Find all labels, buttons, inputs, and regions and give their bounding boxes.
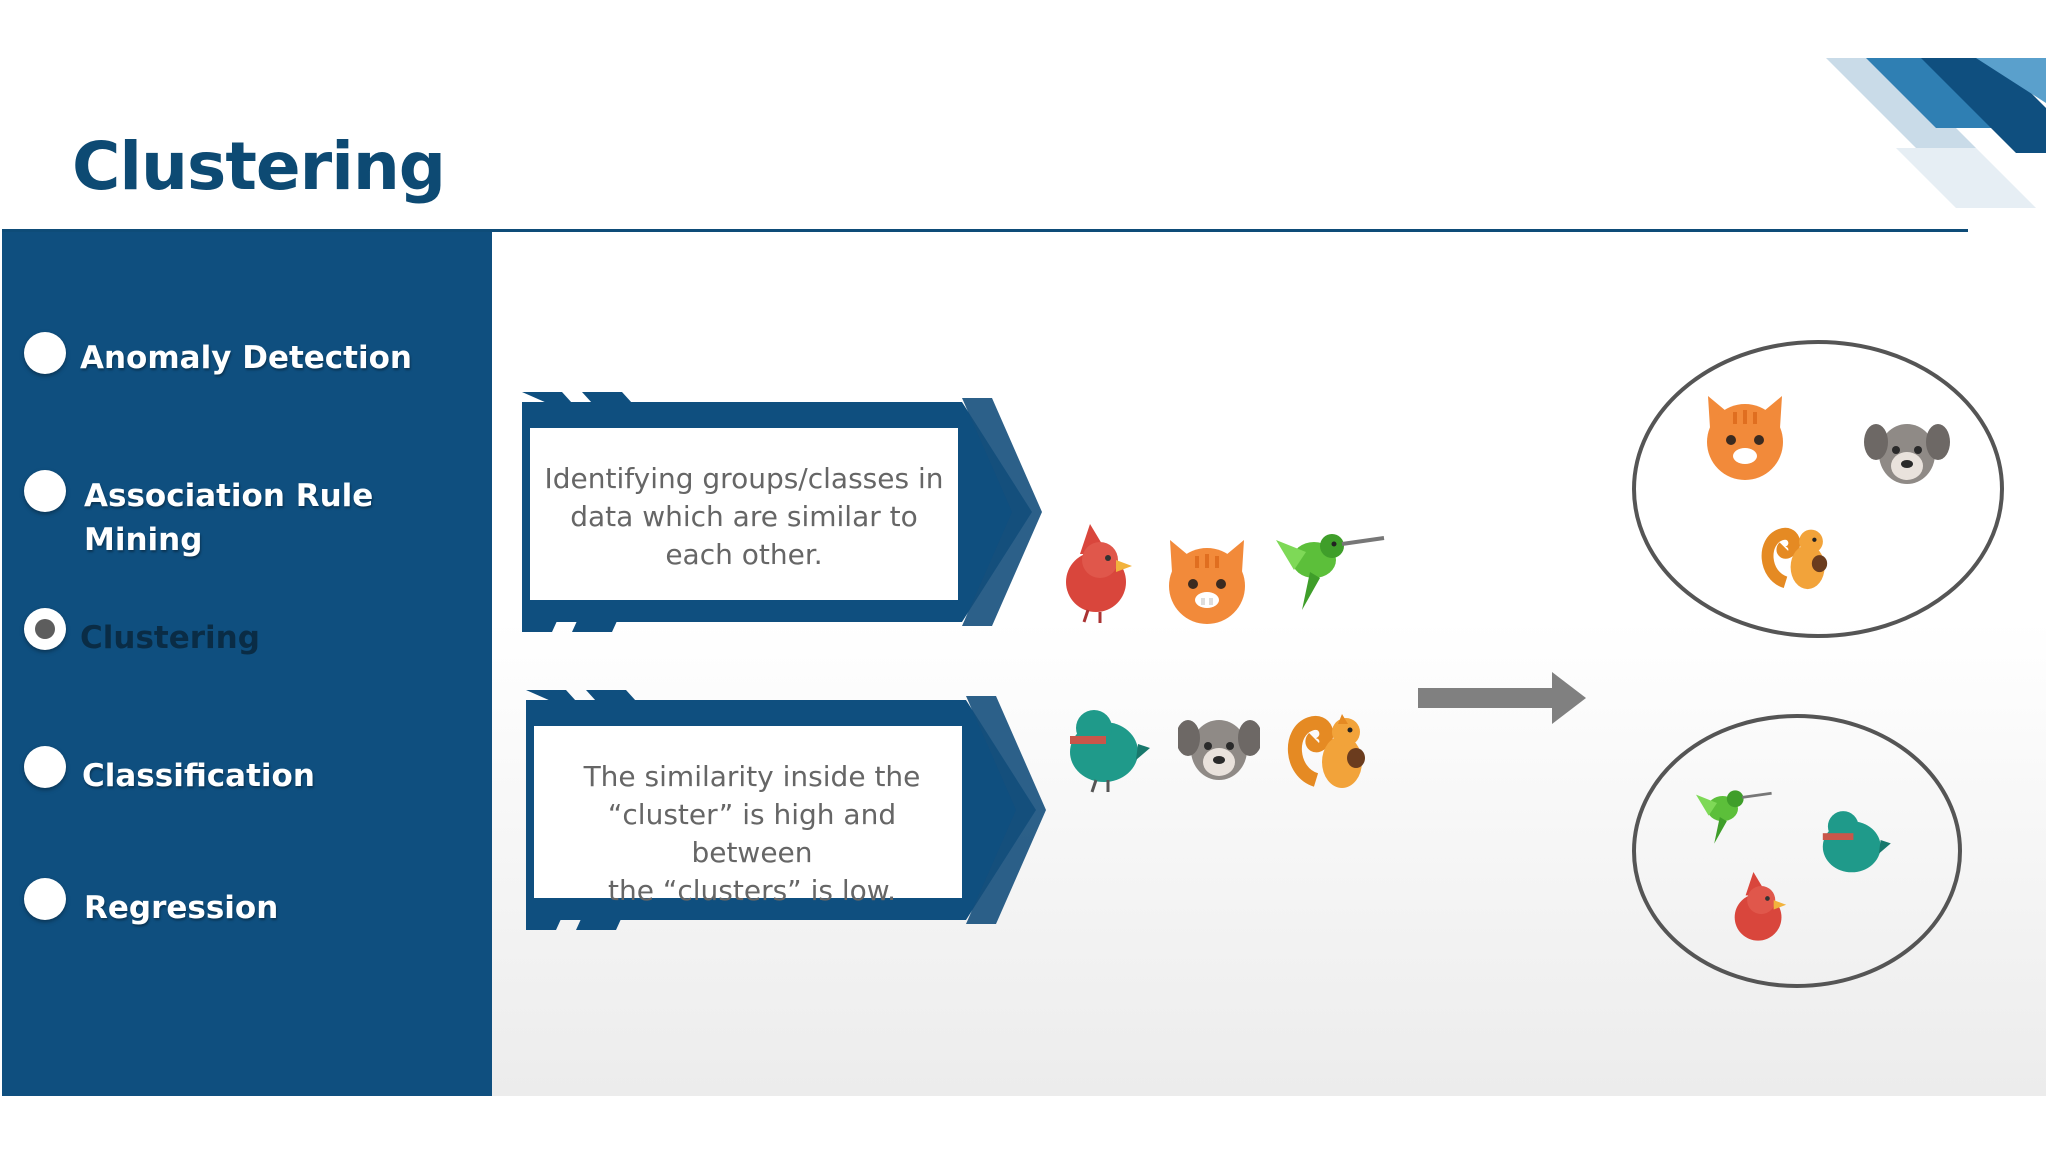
banner-line: each other. xyxy=(665,538,823,571)
content-area: Identifying groups/classes in data which… xyxy=(492,232,2046,1096)
definition-banner-text: Identifying groups/classes in data which… xyxy=(538,460,950,574)
sidebar-item-label-line2: Mining xyxy=(84,522,203,558)
banner-line: Identifying groups/classes in xyxy=(544,462,944,495)
banner-line: “cluster” is high and between xyxy=(607,798,897,869)
sidebar-item-label: Association Rule xyxy=(84,478,374,514)
bullet-selected-icon xyxy=(24,608,66,650)
cluster-birds xyxy=(1632,714,1962,988)
bullet-icon xyxy=(24,470,66,512)
hummingbird-icon xyxy=(1696,790,1772,844)
cardinal-icon xyxy=(1066,524,1132,623)
right-arrow-icon xyxy=(1418,672,1586,724)
sidebar-item-label: Classification xyxy=(82,758,315,794)
hummingbird-icon xyxy=(1276,534,1385,610)
banner-line: The similarity inside the xyxy=(583,760,921,793)
teal-bird-icon xyxy=(1070,710,1150,793)
cat-icon xyxy=(1707,396,1783,480)
bullet-icon xyxy=(24,332,66,374)
bullet-icon xyxy=(24,878,66,920)
cardinal-icon xyxy=(1734,872,1787,941)
teal-bird-icon xyxy=(1822,811,1891,873)
sidebar-item-label: Clustering xyxy=(80,620,260,656)
title-divider xyxy=(2,229,1968,233)
banner-line: the “clusters” is low. xyxy=(608,874,896,907)
similarity-banner-text: The similarity inside the “cluster” is h… xyxy=(544,758,960,910)
bullet-icon xyxy=(24,746,66,788)
dog-icon xyxy=(1178,720,1260,780)
definition-banner-frame xyxy=(522,392,1042,632)
dog-icon xyxy=(1864,424,1950,484)
slide-title: Clustering xyxy=(72,128,446,205)
corner-decoration xyxy=(1826,58,2046,208)
slide: Clustering Anomaly Detection Association… xyxy=(2,58,2046,1096)
squirrel-icon xyxy=(1761,527,1828,590)
cluster-mammals xyxy=(1632,340,2004,638)
banner-line: data which are similar to xyxy=(570,500,918,533)
cat-icon xyxy=(1169,540,1245,624)
squirrel-icon xyxy=(1288,714,1365,788)
topic-sidebar: Anomaly Detection Association Rule Minin… xyxy=(2,232,492,1096)
similarity-banner-frame xyxy=(526,690,1046,930)
sidebar-item-label: Regression xyxy=(84,890,279,926)
sidebar-item-label: Anomaly Detection xyxy=(80,340,412,376)
